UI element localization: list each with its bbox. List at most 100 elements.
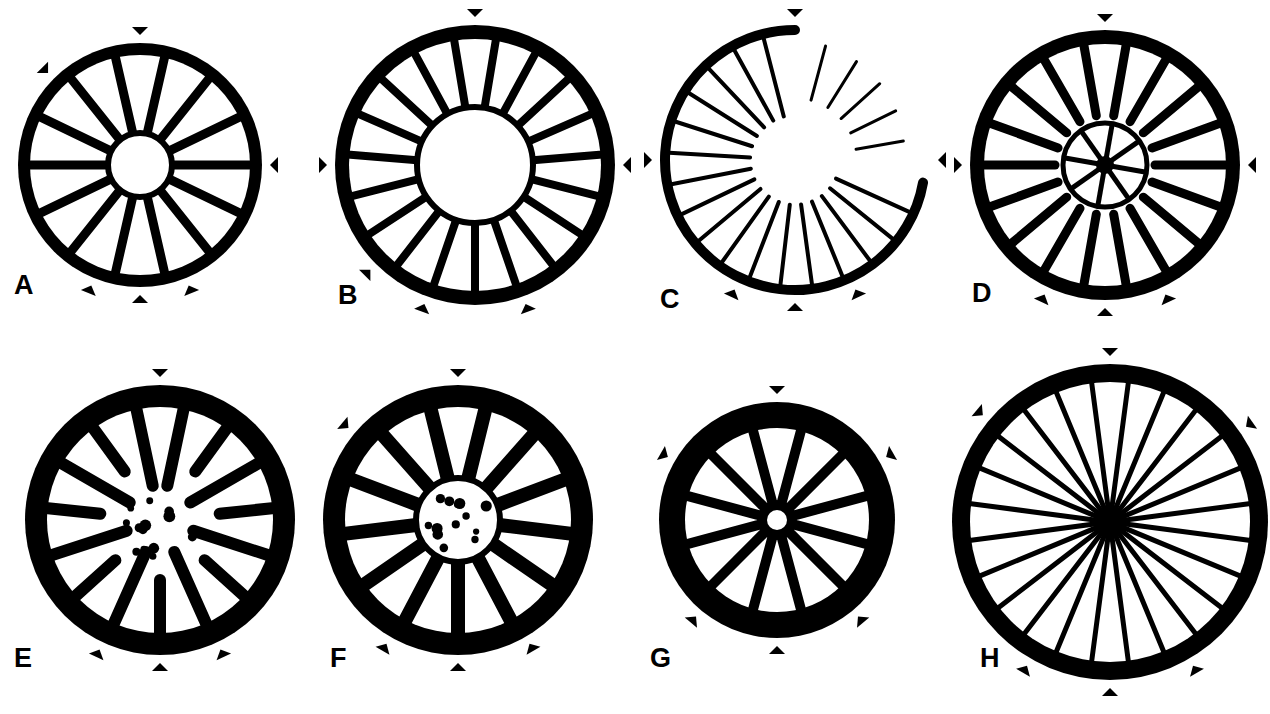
septum [75, 560, 116, 597]
tabula-dot [163, 510, 175, 522]
coral-section [18, 27, 278, 303]
septum [531, 179, 599, 196]
orientation-marker [359, 270, 370, 281]
septum [997, 436, 1102, 516]
septum [358, 114, 422, 142]
septum [347, 154, 417, 160]
orientation-marker [954, 157, 962, 173]
septum [1130, 208, 1167, 271]
tabula-dot [114, 531, 121, 538]
septum [344, 525, 416, 534]
septum [1111, 532, 1128, 663]
septum [782, 539, 801, 610]
septum [1152, 123, 1221, 148]
septum [174, 552, 207, 625]
septum [989, 123, 1058, 148]
tabula-dot [473, 528, 479, 534]
septum [989, 182, 1058, 207]
septum [688, 93, 757, 136]
orientation-marker [184, 286, 199, 296]
orientation-marker [152, 369, 168, 377]
tabula-dot [149, 553, 156, 560]
septum [780, 205, 789, 285]
outer-wall [25, 385, 295, 655]
septum [172, 161, 252, 170]
septum [709, 68, 765, 127]
figure-letter: H [980, 645, 1000, 672]
orientation-marker [1102, 688, 1118, 696]
orientation-marker [623, 157, 631, 173]
septum [753, 429, 772, 500]
orientation-marker [467, 9, 483, 17]
inner-ring [416, 478, 500, 562]
orientation-marker [685, 617, 697, 628]
septum [1116, 530, 1196, 635]
tabula-dot [462, 512, 469, 519]
septum [1143, 86, 1199, 133]
orientation-marker [132, 295, 148, 303]
septum [382, 434, 430, 489]
septum [351, 179, 419, 196]
coral-section [657, 386, 897, 654]
septum [1119, 526, 1241, 577]
septum [518, 78, 570, 125]
septum [39, 179, 111, 214]
septum [169, 116, 241, 151]
orientation-marker [1016, 666, 1030, 677]
orientation-marker [724, 290, 739, 301]
orientation-marker [152, 663, 168, 671]
septum [92, 427, 124, 471]
septum [1152, 182, 1221, 207]
septum [812, 202, 843, 277]
septum [430, 408, 447, 479]
septum [478, 557, 512, 622]
septum [671, 169, 750, 185]
septum [979, 468, 1101, 519]
tabula-dot [444, 496, 454, 506]
inner-ring [1063, 123, 1147, 207]
tabula-dot [425, 522, 432, 529]
septum [190, 463, 259, 503]
orientation-marker [1248, 157, 1256, 173]
orientation-marker [1097, 14, 1113, 22]
septum [796, 496, 867, 515]
septum [528, 114, 592, 142]
septum [711, 534, 763, 586]
septum [828, 62, 857, 108]
figure-letter: B [338, 282, 358, 309]
orientation-marker [769, 646, 785, 654]
septum [686, 525, 757, 544]
septum [1155, 161, 1228, 170]
septum [381, 78, 433, 125]
tabula-dot [439, 544, 448, 553]
septum [856, 141, 903, 149]
septum [1011, 197, 1067, 244]
orientation-marker [319, 157, 327, 173]
septum [841, 84, 880, 119]
septum [433, 220, 456, 286]
septum [115, 56, 133, 134]
septum [28, 161, 108, 170]
septum [753, 539, 772, 610]
orientation-marker [217, 650, 232, 661]
coral-section [25, 369, 295, 671]
coral-section [319, 9, 631, 314]
orientation-marker [1034, 295, 1049, 306]
septum [669, 153, 750, 158]
septum [982, 161, 1055, 170]
outer-wall [323, 385, 593, 655]
orientation-marker [527, 644, 541, 655]
tabula-dot [132, 548, 140, 556]
septum [205, 560, 246, 597]
orientation-marker [1162, 295, 1177, 306]
inner-ring [417, 107, 533, 223]
septum [136, 408, 153, 486]
septum [160, 190, 210, 253]
septum [494, 220, 517, 286]
septum [782, 429, 801, 500]
septum [115, 196, 133, 274]
orientation-marker [89, 650, 104, 661]
outer-wall [952, 364, 1268, 680]
septum [836, 179, 910, 213]
